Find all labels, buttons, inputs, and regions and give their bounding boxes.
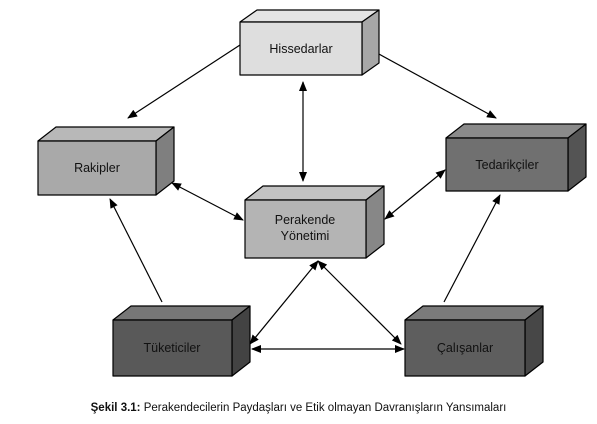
node-calisanlar: Çalışanlar	[404, 305, 544, 377]
edge-rakipler-perakende	[171, 182, 244, 221]
edge-perakende-tuketiciler	[249, 260, 319, 345]
edges	[109, 44, 501, 353]
caption-text: Perakendecilerin Paydaşları ve Etik olma…	[140, 402, 507, 414]
edge-calisanlar-tedarikciler	[443, 194, 501, 303]
node-rakipler: Rakipler	[37, 126, 175, 196]
node-label: Tedarikçiler	[475, 158, 538, 172]
edge-tuketiciler-rakipler	[109, 198, 163, 303]
node-tedarikciler: Tedarikçiler	[445, 123, 587, 192]
edge-hissedarlar-rakipler	[127, 44, 241, 119]
node-label-line2: Yönetimi	[281, 229, 330, 243]
node-label: Hissedarlar	[269, 42, 332, 56]
node-label: Çalışanlar	[437, 341, 493, 355]
node-label-line1: Perakende	[275, 213, 336, 227]
node-hissedarlar: Hissedarlar	[239, 9, 380, 76]
figure-caption: Şekil 3.1: Perakendecilerin Paydaşları v…	[0, 402, 597, 414]
node-tuketiciler: Tüketiciler	[112, 305, 251, 377]
node-label: Rakipler	[74, 161, 120, 175]
caption-prefix: Şekil 3.1:	[90, 402, 141, 414]
node-label: Tüketiciler	[144, 341, 201, 355]
node-perakende-yonetimi: Perakende Yönetimi	[244, 185, 385, 259]
edge-hissedarlar-tedarikciler	[376, 52, 497, 119]
edge-tedarikciler-perakende	[384, 169, 446, 220]
edge-perakende-calisanlar	[317, 260, 402, 345]
